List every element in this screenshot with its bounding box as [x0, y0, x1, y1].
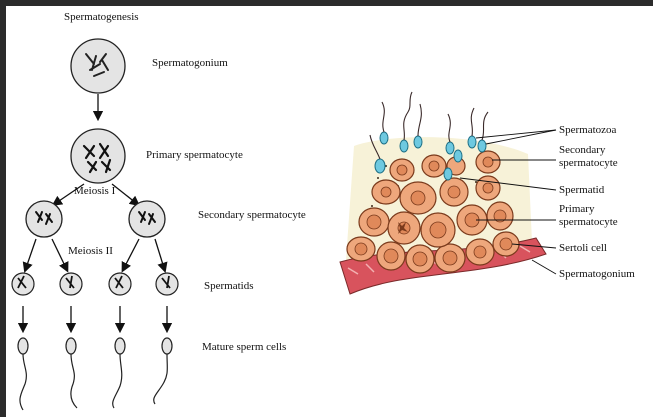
- diagram-title: Spermatogenesis: [64, 11, 139, 23]
- secondary-spermatocyte-right: [128, 200, 166, 238]
- arrow-to-spermatid-2: [51, 238, 69, 273]
- primary-spermatocyte-cell: [70, 128, 126, 184]
- label-primary-spermatocyte: Primary spermatocyte: [146, 149, 243, 161]
- spermatid-2: [59, 272, 83, 296]
- spermatid-layer: [371, 150, 501, 215]
- sperm-4: [153, 337, 173, 405]
- leader-lines: [459, 129, 557, 275]
- label-primary-spermatocyte-1: Primary: [559, 203, 595, 215]
- label-spermatozoa: Spermatozoa: [559, 124, 617, 136]
- secondary-spermatocyte-left: [25, 200, 63, 238]
- spermatogonia-nuclei: [354, 237, 513, 267]
- arrow-to-spermatid-3: [121, 238, 140, 273]
- seminiferous-tubule-section: [339, 91, 547, 295]
- dividing-nucleus: [398, 222, 408, 234]
- spermatid-1: [11, 272, 35, 296]
- sperm-3: [112, 337, 126, 409]
- label-spermatogonium-right: Spermatogonium: [559, 268, 635, 280]
- label-sertoli-cell: Sertoli cell: [559, 242, 607, 254]
- sperm-2: [65, 337, 78, 409]
- label-spermatogonium: Spermatogonium: [152, 57, 228, 69]
- label-secondary-spermatocyte: Secondary spermatocyte: [198, 209, 306, 221]
- label-secondary-spermatocyte-1: Secondary: [559, 144, 606, 156]
- label-mature-sperm-cells: Mature sperm cells: [202, 341, 286, 353]
- spermatid-4: [155, 272, 179, 296]
- spermatid-3: [108, 272, 132, 296]
- spermatid-cells: [11, 272, 179, 296]
- label-primary-spermatocyte-2: spermatocyte: [559, 216, 618, 228]
- spermatogonium-cell: [70, 38, 126, 94]
- arrow-to-spermatid-4: [154, 238, 168, 273]
- label-secondary-spermatocyte-2: spermatocyte: [559, 157, 618, 169]
- spermatozoa-heads: [374, 131, 487, 181]
- arrow-to-spermatid-1: [22, 238, 37, 273]
- meiosis-1-label: Meiosis I: [74, 185, 116, 197]
- spermatid-nuclei: [380, 156, 494, 206]
- arrow-to-secondary-left: [51, 183, 85, 206]
- sperm-1: [17, 337, 29, 411]
- spermatogenesis-diagram: Spermatogenesis Meiosis I Meiosis II: [11, 11, 635, 411]
- arrow-to-secondary-right: [111, 183, 141, 207]
- label-spermatid: Spermatid: [559, 184, 605, 196]
- label-spermatids: Spermatids: [204, 280, 254, 292]
- diagram-canvas: Spermatogenesis Meiosis I Meiosis II: [6, 6, 653, 417]
- mature-sperm-cells: [17, 337, 173, 411]
- meiosis-2-label: Meiosis II: [68, 245, 113, 257]
